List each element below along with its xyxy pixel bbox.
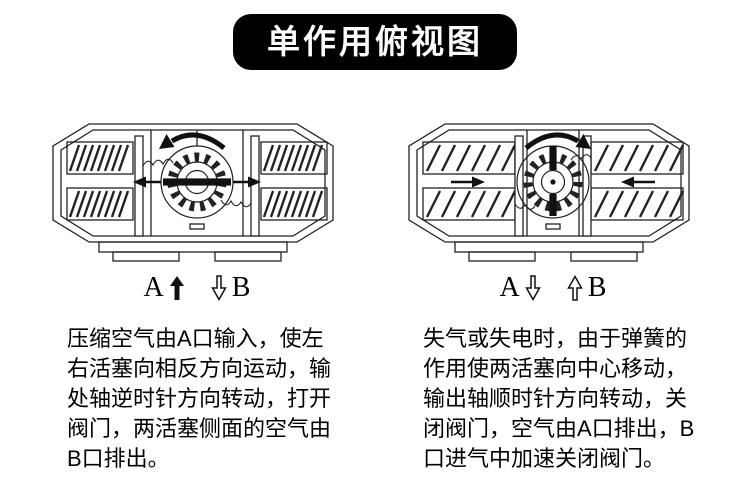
hollow-up-arrow-icon — [566, 274, 583, 301]
diagram-row: A B 压缩空气由A口输入，使左右活塞向相反方向运动，输处轴逆时针方向转动，打开… — [0, 120, 750, 474]
port-b-label: B — [231, 271, 251, 303]
port-a: A — [144, 272, 185, 304]
port-b-label: B — [587, 271, 607, 303]
rack-seal-lines — [142, 158, 252, 208]
hollow-down-arrow-icon — [524, 275, 541, 301]
port-b: B — [566, 271, 607, 304]
page-title: 单作用俯视图 — [233, 14, 517, 70]
port-labels: A B — [403, 272, 703, 304]
panel-description: 压缩空气由A口输入，使左右活塞向相反方向运动，输处轴逆时针方向转动，打开阀门，两… — [67, 325, 332, 471]
panel-powered: A B 压缩空气由A口输入，使左右活塞向相反方向运动，输处轴逆时针方向转动，打开… — [47, 120, 347, 474]
panel-spring-return: A B 失气或失电时，由于弹簧的作用使两活塞向中心移动，输出轴顺时针方向转动，关… — [403, 120, 703, 474]
actuator-diagram-spring-return — [408, 123, 690, 262]
actuator-housing — [52, 123, 334, 262]
pistons — [514, 135, 592, 237]
port-labels: A B — [47, 272, 347, 304]
solid-up-arrow-icon — [169, 275, 184, 300]
compressed-springs — [66, 141, 328, 221]
piston-motion-outward-arrows — [133, 176, 261, 188]
panel-description: 失气或失电时，由于弹簧的作用使两活塞向中心移动，输出轴顺时针方向转动，关闭阀门，… — [423, 325, 695, 471]
port-a: A — [500, 272, 541, 304]
hollow-down-arrow-icon — [210, 275, 227, 301]
counterclockwise-rotation-icon — [159, 132, 226, 150]
actuator-diagram-powered — [52, 123, 334, 262]
pistons — [134, 135, 260, 237]
piston-motion-inward-arrows — [451, 145, 655, 216]
port-b: B — [210, 271, 251, 304]
port-a-label: A — [499, 271, 520, 303]
clockwise-rotation-icon — [524, 132, 591, 150]
port-a-label: A — [143, 271, 164, 303]
title-banner-row: 单作用俯视图 — [0, 0, 750, 70]
